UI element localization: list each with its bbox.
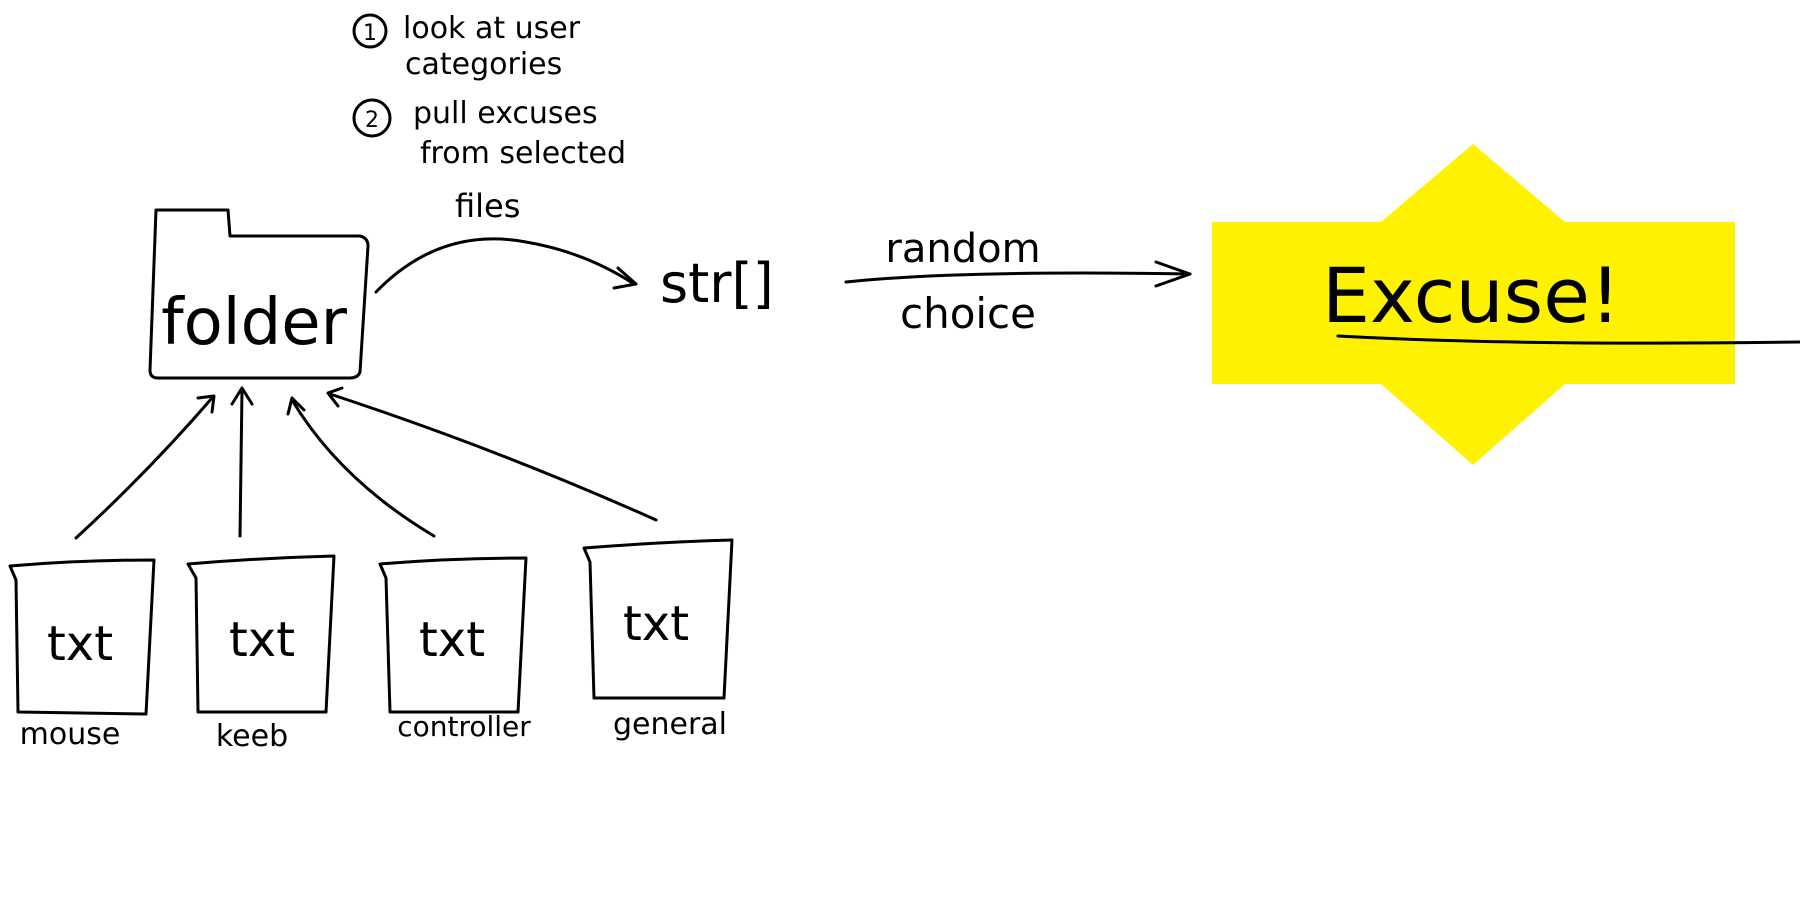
step-2-line3: files (455, 187, 520, 225)
arrow-controller-to-folder-head (286, 396, 306, 416)
file-keeb-outline (186, 554, 336, 714)
arrow-folder-to-array (374, 237, 636, 294)
folder-shape: folder (148, 208, 370, 380)
step-1-number: 1 (363, 21, 377, 46)
step-2-note: 2 pull excuses from selected files (352, 96, 626, 225)
excuse-burst: Excuse! (1212, 144, 1800, 465)
step-1-line1: look at user (403, 11, 581, 46)
file-controller-outline (378, 556, 528, 714)
folder-outline (148, 208, 370, 380)
arrow-mouse-to-folder-head (196, 394, 216, 414)
file-mouse-name: mouse (20, 717, 121, 752)
step-2-number: 2 (365, 108, 379, 133)
file-controller-name: controller (397, 710, 531, 743)
step-1-line2: categories (405, 47, 562, 82)
step-2-line1: pull excuses (413, 96, 598, 131)
excuse-label: Excuse! (1322, 251, 1620, 340)
step-1-note: 1 look at user categories (352, 11, 581, 82)
arrow-array-to-excuse-head (1154, 260, 1192, 288)
arrow-array-to-excuse (844, 271, 1192, 284)
file-keeb: txt keeb (186, 554, 336, 754)
arrow-mouse-to-folder (74, 396, 214, 540)
excuse-star-shape (1212, 144, 1735, 465)
arrow-controller-to-folder (290, 398, 436, 538)
step-2-circle (352, 98, 392, 138)
file-keeb-name: keeb (216, 719, 288, 754)
file-general: txt general (582, 538, 734, 742)
file-mouse-icon-text: txt (47, 616, 113, 672)
excuse-underline (1336, 334, 1800, 345)
arrow-keeb-to-folder (238, 388, 244, 538)
file-controller: txt controller (378, 556, 531, 743)
arrow-folder-to-array-head (612, 266, 638, 290)
arrow-general-to-folder (328, 392, 658, 522)
file-general-outline (582, 538, 734, 700)
file-mouse-outline (8, 558, 156, 716)
step-2-line2: from selected (420, 136, 626, 171)
step-1-circle (352, 13, 388, 49)
file-mouse: txt mouse (8, 558, 156, 752)
file-general-name: general (613, 707, 727, 742)
transition-label-bottom: choice (900, 289, 1036, 338)
array-label: str[] (660, 252, 774, 315)
arrow-keeb-to-folder-head (230, 386, 254, 406)
file-general-icon-text: txt (623, 596, 689, 652)
file-controller-icon-text: txt (419, 612, 485, 668)
transition-label-top: random (885, 226, 1040, 272)
file-keeb-icon-text: txt (229, 612, 295, 668)
arrow-general-to-folder-head (326, 386, 344, 408)
folder-label: folder (161, 286, 347, 360)
